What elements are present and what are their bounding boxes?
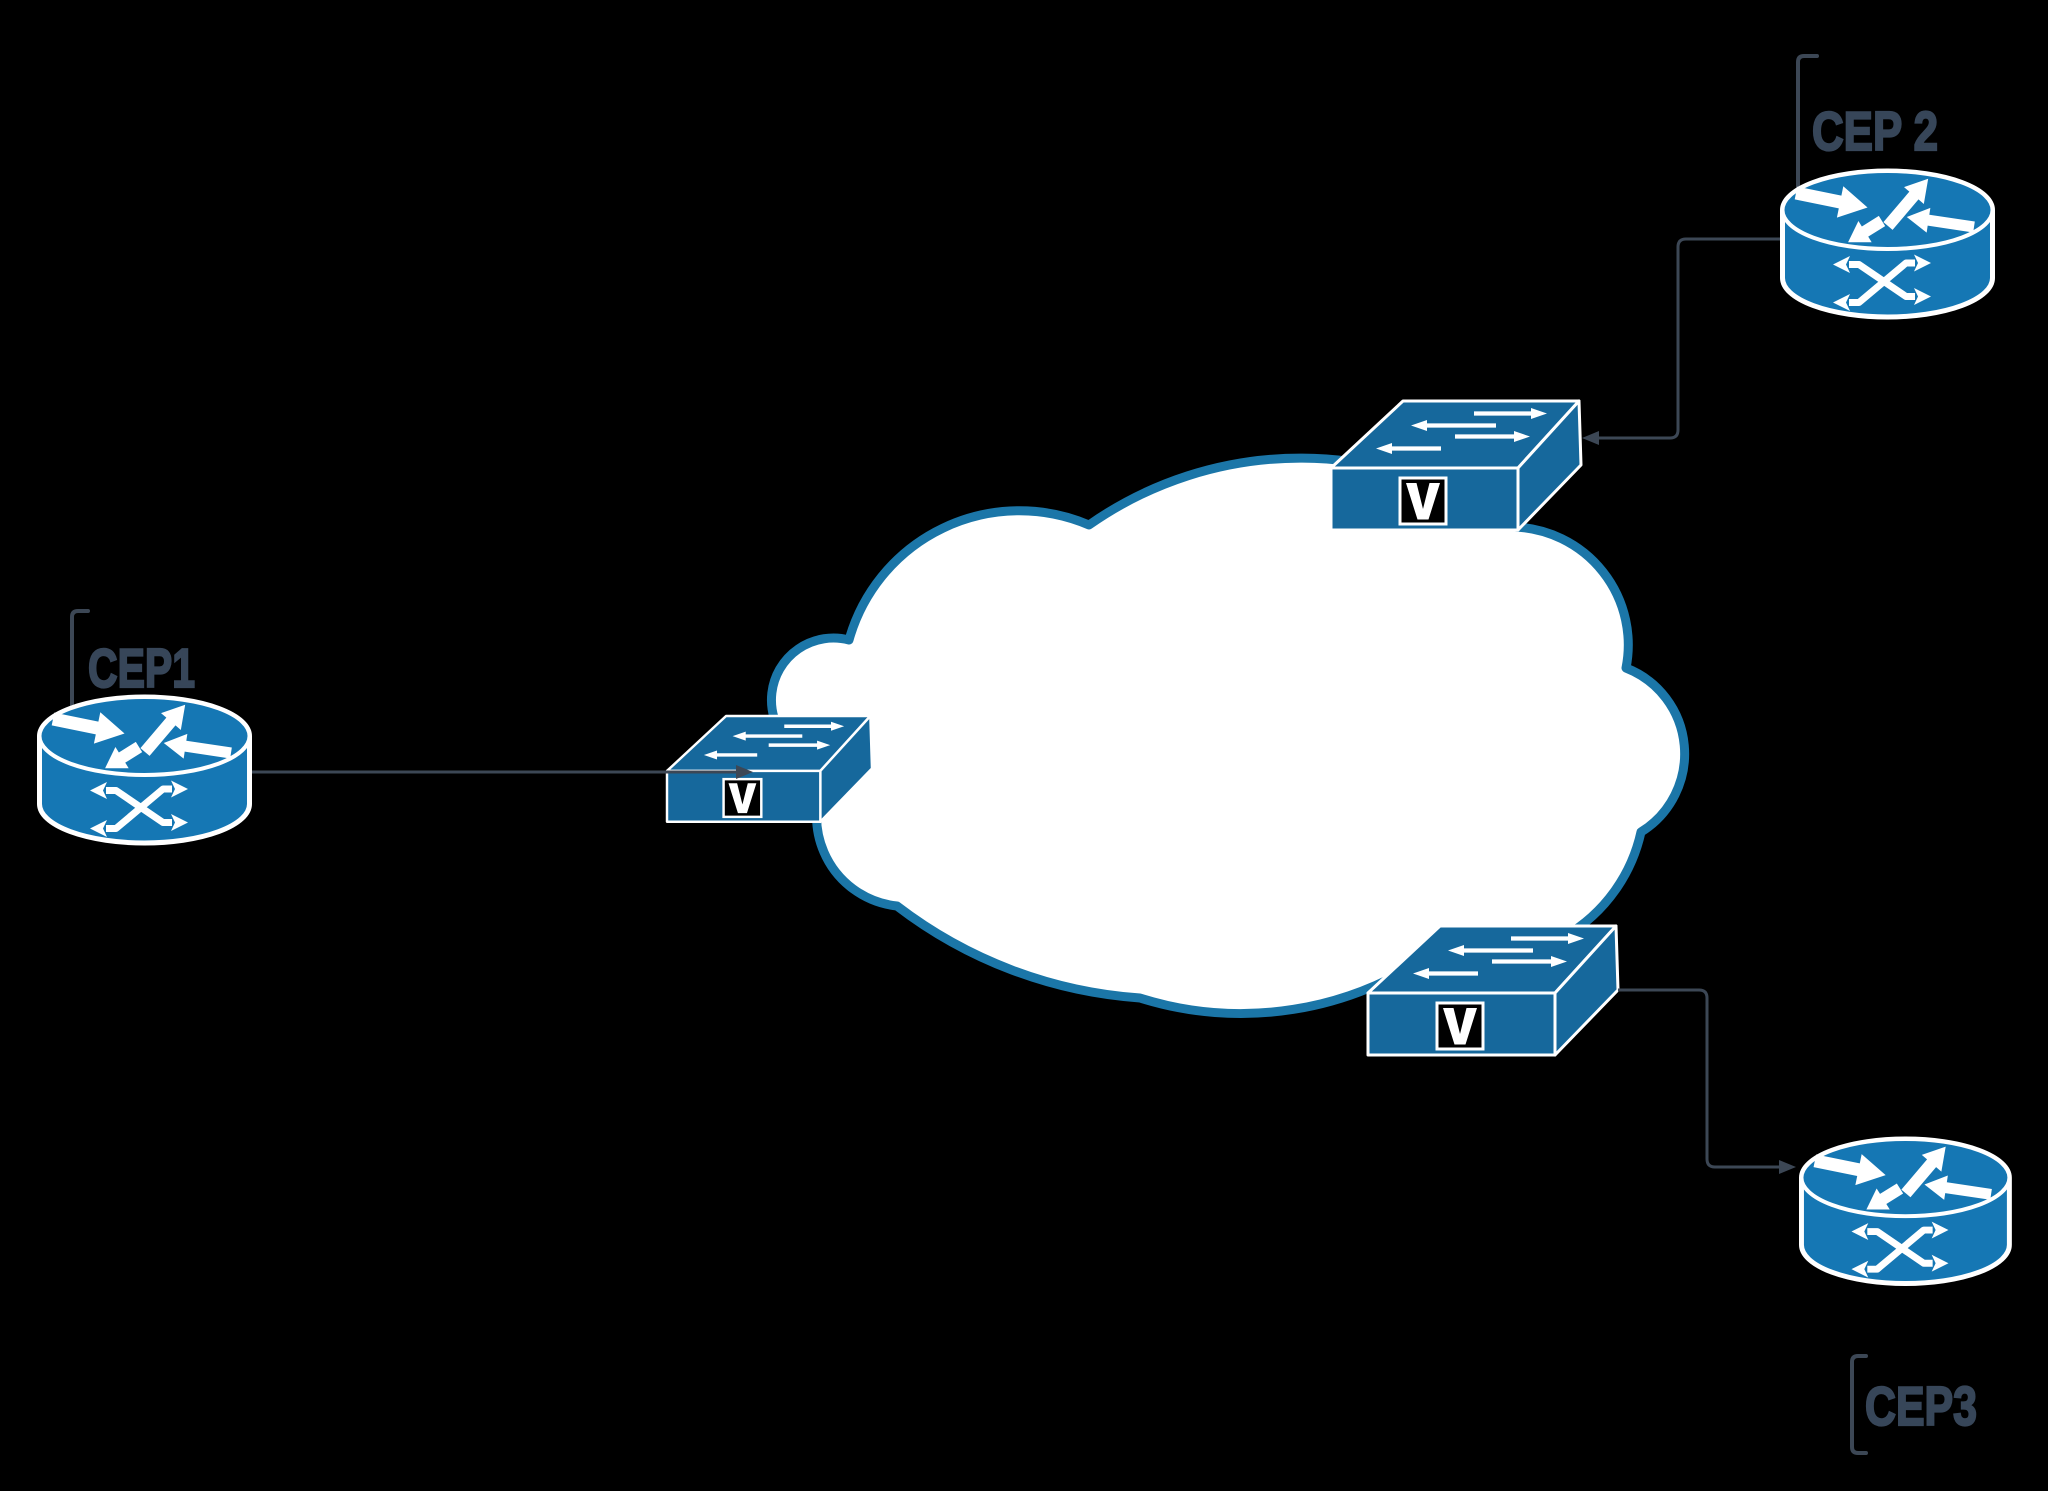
svg-text:CEP3: CEP3: [1865, 1375, 1977, 1437]
svg-text:CEP1: CEP1: [88, 637, 195, 699]
svg-text:CEP 2: CEP 2: [1812, 100, 1938, 162]
